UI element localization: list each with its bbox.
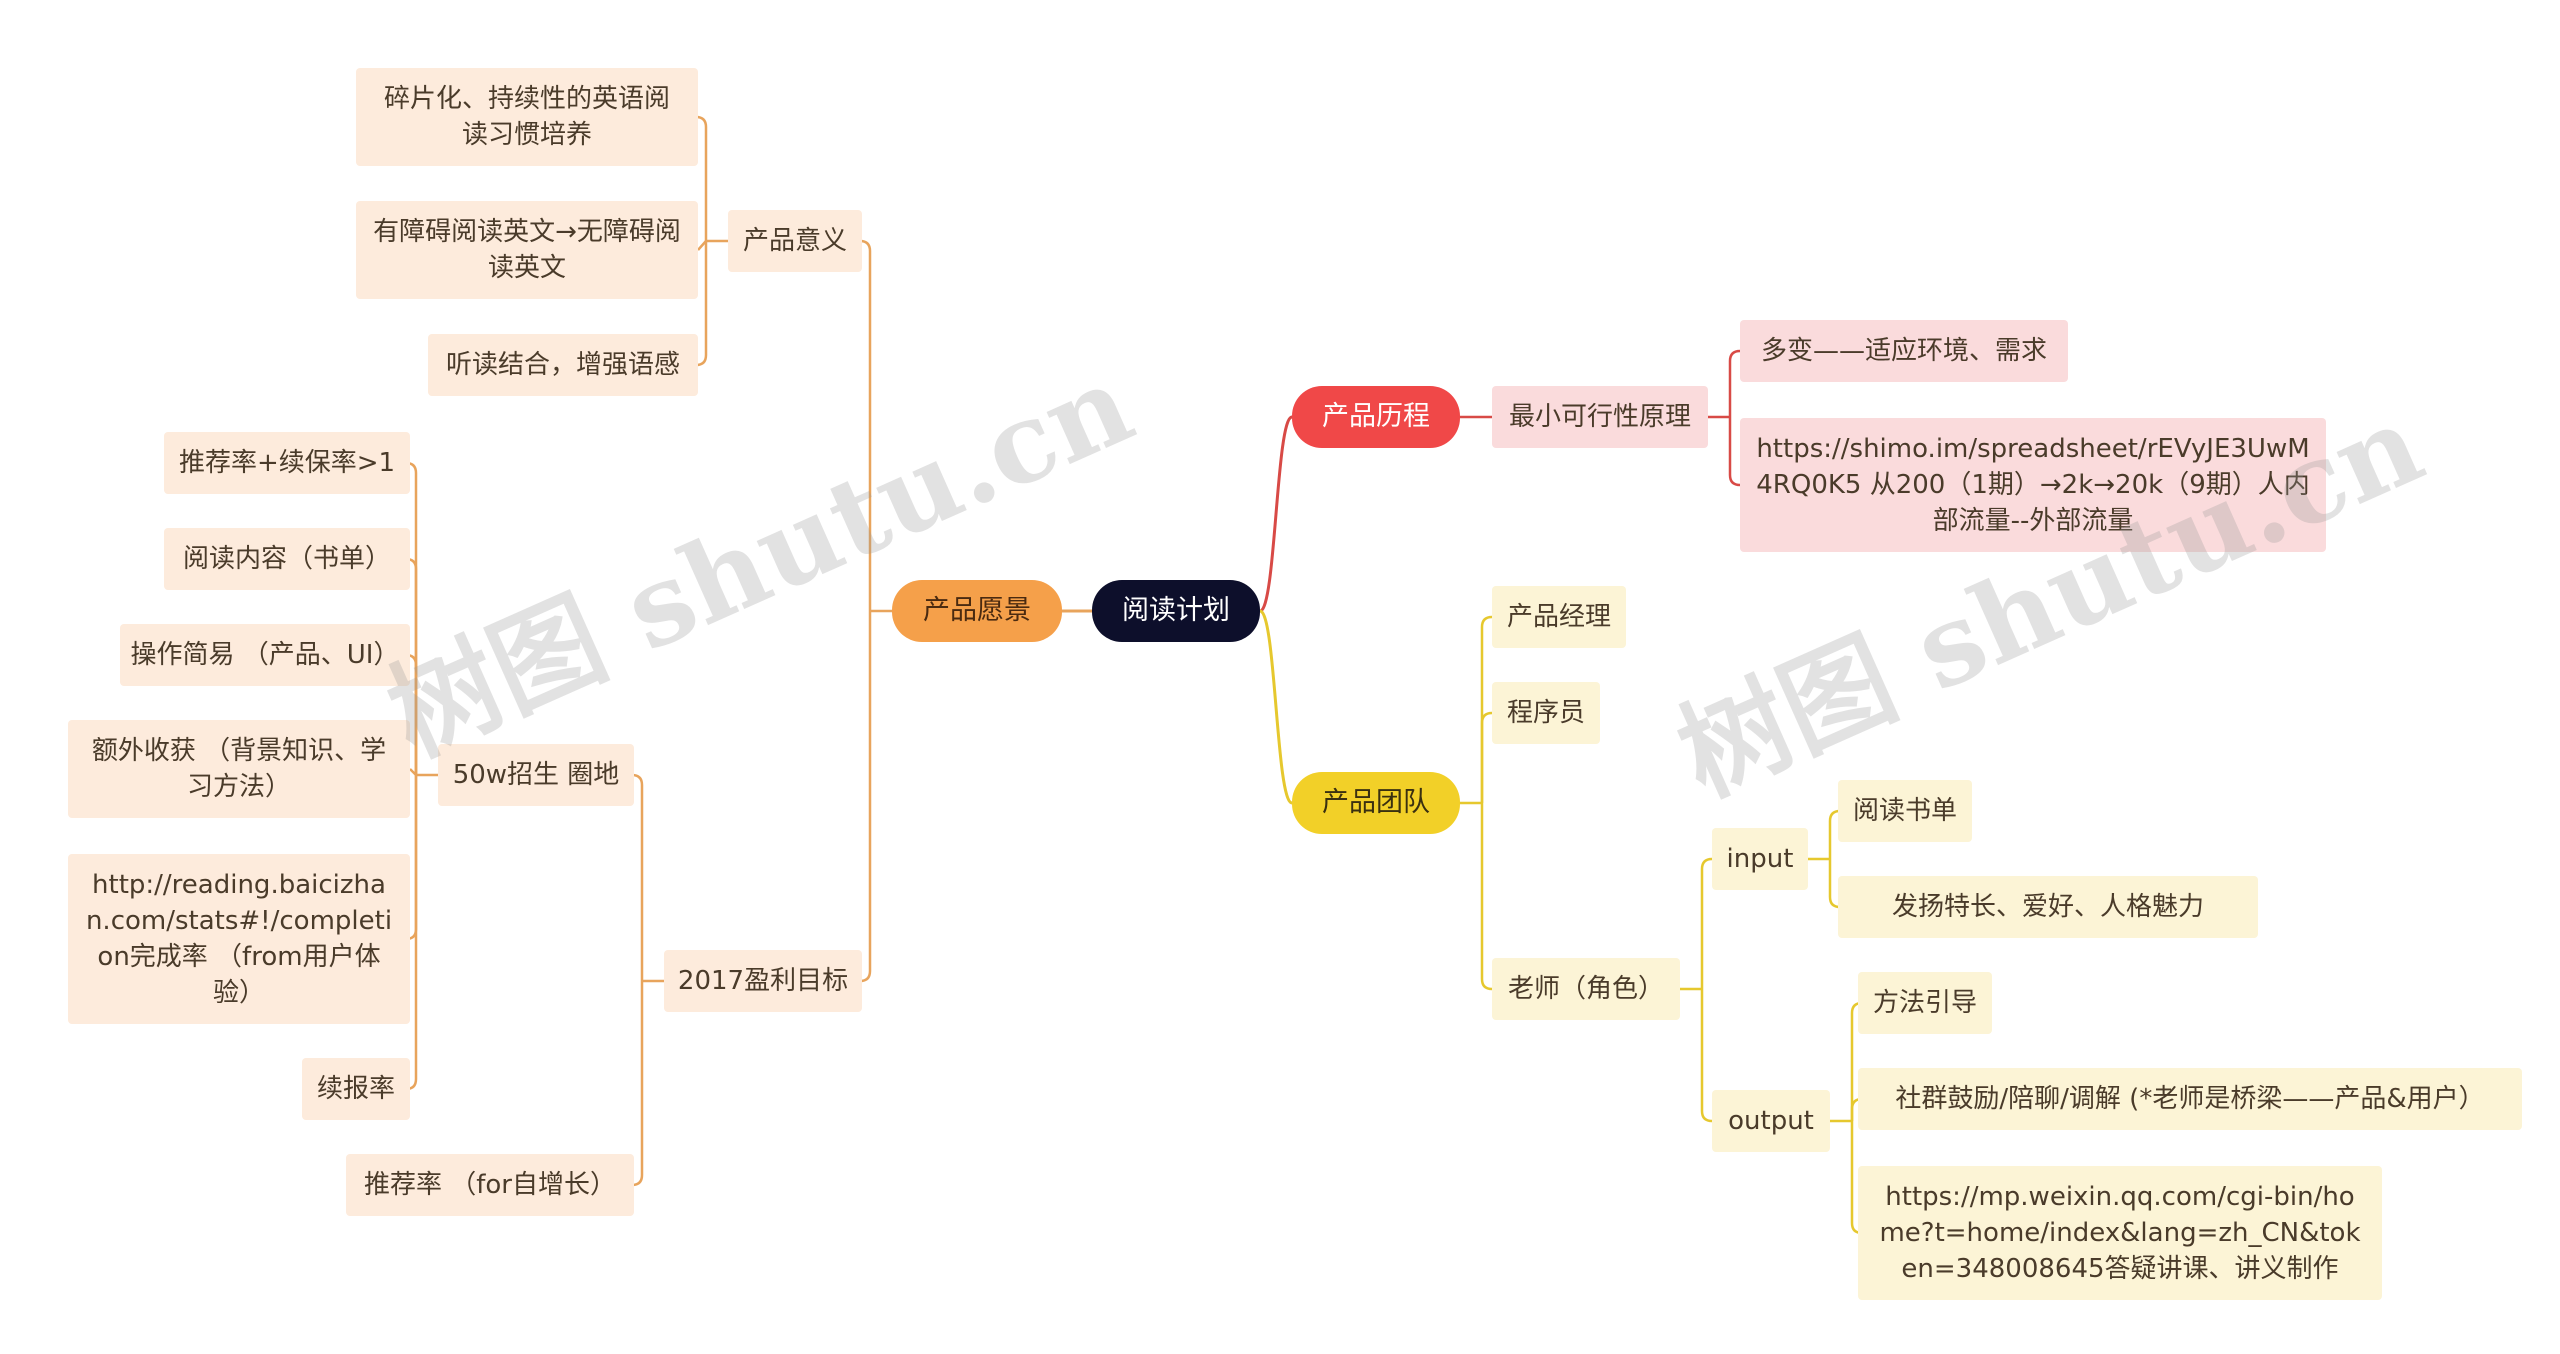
node-pm[interactable]: 产品经理 [1492, 586, 1626, 648]
enroll-item-6[interactable]: 续报率 [302, 1058, 410, 1120]
link-mvp-2 [1728, 417, 1741, 487]
node-input[interactable]: input [1712, 828, 1808, 890]
link-mvp-1 [1728, 349, 1741, 417]
node-output[interactable]: output [1712, 1090, 1830, 1152]
link-profit-1 [631, 773, 644, 981]
meaning-item-2[interactable]: 有障碍阅读英文→无障碍阅读英文 [356, 201, 698, 299]
mvp-item-1[interactable]: 多变——适应环境、需求 [1740, 320, 2068, 382]
output-item-3[interactable]: https://mp.weixin.qq.com/cgi-bin/home?t=… [1858, 1166, 2382, 1300]
link-vision-1 [859, 239, 872, 611]
node-dev[interactable]: 程序员 [1492, 682, 1600, 744]
node-profit[interactable]: 2017盈利目标 [664, 950, 862, 1012]
link-teacher-2 [1700, 989, 1713, 1123]
meaning-item-1[interactable]: 碎片化、持续性的英语阅读习惯培养 [356, 68, 698, 166]
link-profit-2 [631, 981, 644, 1187]
link-root-team [1258, 609, 1294, 805]
output-item-1[interactable]: 方法引导 [1858, 972, 1992, 1034]
branch-vision[interactable]: 产品愿景 [892, 580, 1062, 642]
enroll-item-3[interactable]: 操作简易 （产品、UI） [120, 624, 410, 686]
link-team-3 [1480, 803, 1493, 991]
input-item-2[interactable]: 发扬特长、爱好、人格魅力 [1838, 876, 2258, 938]
enroll-item-2[interactable]: 阅读内容（书单） [164, 528, 410, 590]
node-recommend[interactable]: 推荐率 （for自增长） [346, 1154, 634, 1216]
root-node[interactable]: 阅读计划 [1092, 580, 1260, 642]
link-enroll-4 [409, 768, 417, 776]
enroll-item-1[interactable]: 推荐率+续保率>1 [164, 432, 410, 494]
node-teacher[interactable]: 老师（角色） [1492, 958, 1680, 1020]
link-team-2 [1480, 711, 1493, 803]
enroll-item-4[interactable]: 额外收获 （背景知识、学习方法） [68, 720, 410, 818]
mvp-item-2[interactable]: https://shimo.im/spreadsheet/rEVyJE3UwM4… [1740, 418, 2326, 552]
node-mvp[interactable]: 最小可行性原理 [1492, 386, 1708, 448]
branch-team[interactable]: 产品团队 [1292, 772, 1460, 834]
link-root-history [1258, 415, 1294, 613]
input-item-1[interactable]: 阅读书单 [1838, 780, 1972, 842]
link-meaning-2 [697, 240, 707, 251]
meaning-item-3[interactable]: 听读结合，增强语感 [428, 334, 698, 396]
link-teacher-1 [1700, 857, 1713, 989]
node-meaning[interactable]: 产品意义 [728, 210, 862, 272]
node-enroll[interactable]: 50w招生 圈地 [438, 744, 634, 806]
branch-history[interactable]: 产品历程 [1292, 386, 1460, 448]
link-vision-2 [859, 611, 872, 983]
output-item-2[interactable]: 社群鼓励/陪聊/调解 (*老师是桥梁——产品&用户） [1858, 1068, 2522, 1130]
enroll-item-5[interactable]: http://reading.baicizhan.com/stats#!/com… [68, 854, 410, 1024]
link-team-1 [1480, 615, 1493, 803]
